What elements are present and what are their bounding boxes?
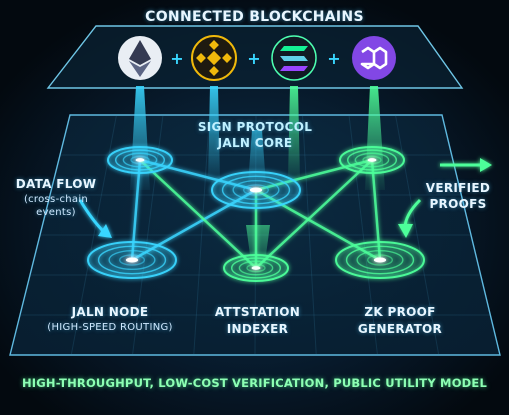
- footer-tagline: HIGH-THROUGHPUT, LOW-COST VERIFICATION, …: [21, 376, 488, 390]
- data-flow-note: (cross-chain: [23, 194, 89, 205]
- plus-sign: +: [327, 49, 340, 68]
- plus-sign: +: [247, 49, 260, 68]
- verified-proofs-label: VERIFIED: [425, 181, 491, 195]
- data-flow-note-2: events): [36, 207, 76, 218]
- polygon-icon: [352, 36, 396, 80]
- plus-sign: +: [170, 49, 183, 68]
- plus-separators: + + +: [170, 49, 340, 68]
- node-sublabel-jaln: (HIGH-SPEED ROUTING): [47, 322, 173, 333]
- chains-title: CONNECTED BLOCKCHAINS: [145, 9, 364, 25]
- verified-proofs-label-2: PROOFS: [429, 197, 487, 211]
- node-sublabel-indexer: INDEXER: [226, 322, 289, 336]
- core-subtitle: JALN CORE: [217, 136, 293, 150]
- node-disc-top-right: [339, 146, 405, 174]
- node-disc-zk: [335, 241, 425, 279]
- node-beams: [246, 130, 270, 270]
- link-top-left-indexer: [139, 159, 257, 269]
- node-disc-top-left: [107, 146, 173, 174]
- ethereum-icon: [118, 36, 162, 80]
- core-title: SIGN PROTOCOL: [197, 120, 313, 134]
- node-label-zk: ZK PROOF: [364, 305, 436, 319]
- verified-arrow: [398, 198, 422, 238]
- binance-icon: [191, 35, 237, 81]
- node-label-indexer: ATTSTATION: [214, 305, 301, 319]
- data-flow-arrow: [78, 199, 112, 238]
- node-label-jaln: JALN NODE: [71, 305, 149, 319]
- incoming-arrow: [440, 158, 492, 172]
- node-disc-jaln: [87, 241, 177, 279]
- link-top-right-indexer: [255, 159, 373, 269]
- node-discs: [87, 146, 425, 282]
- node-sublabel-zk: GENERATOR: [357, 322, 443, 336]
- chain-icons: [118, 35, 396, 81]
- solana-icon: [271, 35, 317, 81]
- data-flow-label: DATA FLOW: [15, 177, 97, 191]
